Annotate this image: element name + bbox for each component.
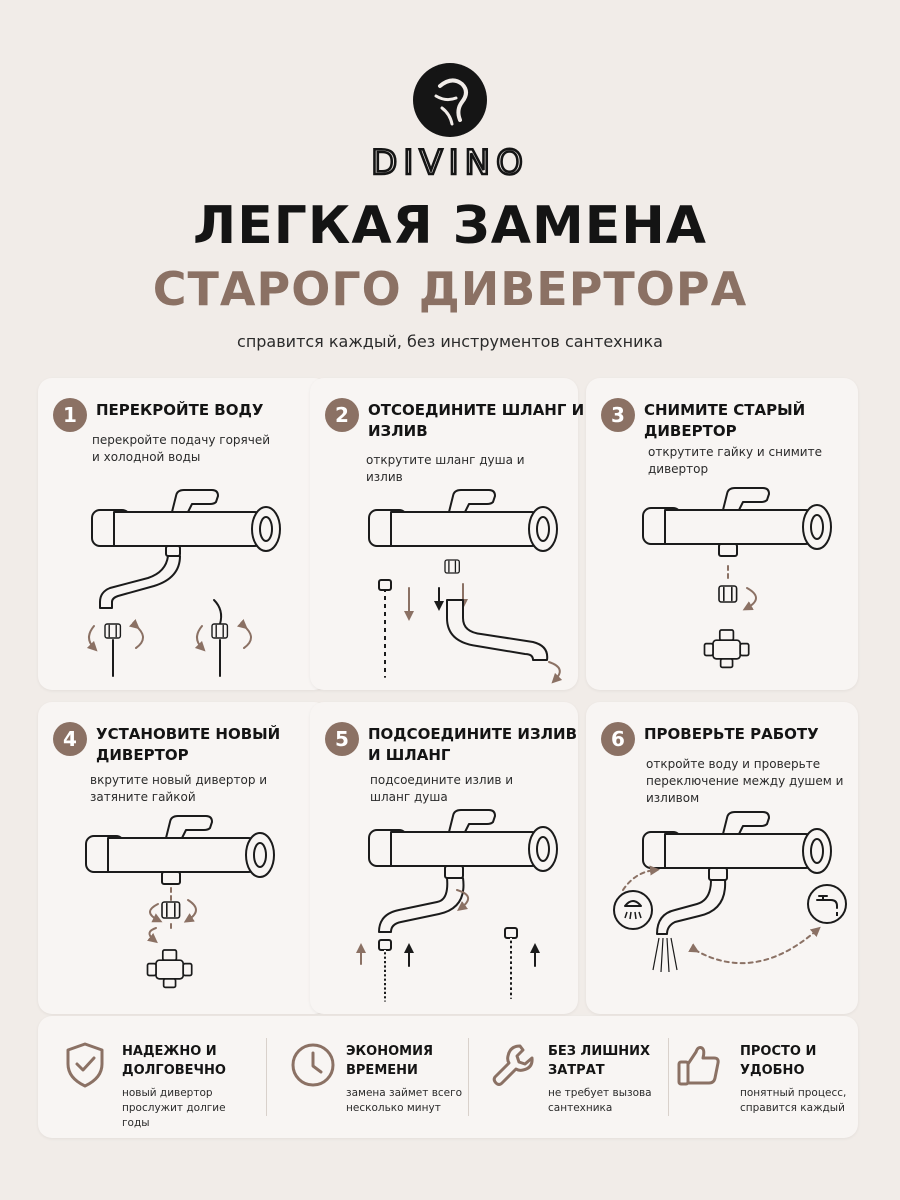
- step-card-6: 6 ПРОВЕРЬТЕ РАБОТУ откройте воду и прове…: [586, 702, 858, 1014]
- step-card-3: 3 СНИМИТЕ СТАРЫЙ ДИВЕРТОР открутите гайк…: [586, 378, 858, 690]
- step-title: ПЕРЕКРОЙТЕ ВОДУ: [96, 401, 264, 419]
- diverter-remove-icon: [642, 487, 832, 669]
- step-number: 3: [601, 398, 635, 432]
- swan-logo-icon: [413, 63, 487, 137]
- benefit-reliable: НАДЕЖНО И ДОЛГОВЕЧНО новый дивертор прос…: [38, 1016, 243, 1138]
- step-description: вкрутите новый дивертор и затяните гайко…: [90, 773, 268, 804]
- divider: [668, 1038, 669, 1116]
- benefit-time: ЭКОНОМИЯ ВРЕМЕНИ замена займет всего нес…: [266, 1016, 471, 1138]
- step-number: 6: [601, 722, 635, 756]
- faucet-shutoff-icon: [86, 489, 281, 677]
- benefit-description: не требует вызова сантехника: [548, 1087, 652, 1114]
- benefit-title: ПРОСТО И УДОБНО: [740, 1044, 817, 1078]
- benefit-title: НАДЕЖНО И ДОЛГОВЕЧНО: [122, 1044, 226, 1078]
- shield-check-icon: [66, 1042, 104, 1088]
- diverter-install-icon: [85, 815, 275, 989]
- brand-wordmark: DIVINO: [370, 144, 529, 180]
- benefit-description: понятный процесс, справится каждый: [740, 1087, 847, 1114]
- faucet-check-icon: [613, 811, 847, 973]
- divider: [468, 1038, 469, 1116]
- thumbs-up-icon: [677, 1046, 720, 1086]
- step-card-1: 1 ПЕРЕКРОЙТЕ ВОДУ перекройте подачу горя…: [38, 378, 328, 690]
- clock-icon: [291, 1043, 335, 1087]
- step-title: ПОДСОЕДИНИТЕ ИЗЛИВ И ШЛАНГ: [368, 725, 578, 764]
- step-number: 4: [53, 722, 87, 756]
- step-number: 2: [325, 398, 359, 432]
- step-card-5: 5 ПОДСОЕДИНИТЕ ИЗЛИВ И ШЛАНГ подсоединит…: [310, 702, 578, 1014]
- step-description: подсоедините излив и шланг душа: [370, 773, 514, 804]
- benefit-title: БЕЗ ЛИШНИХ ЗАТРАТ: [548, 1044, 651, 1078]
- step-number: 5: [325, 722, 359, 756]
- divider: [266, 1038, 267, 1116]
- faucet-disconnect-icon: [368, 489, 563, 684]
- page-subtitle: справится каждый, без инструментов санте…: [237, 332, 663, 351]
- faucet-connect-icon: [356, 809, 558, 1002]
- benefit-easy: ПРОСТО И УДОБНО понятный процесс, справи…: [652, 1016, 857, 1138]
- step-description: открутите шланг душа и излив: [366, 453, 525, 484]
- wrench-icon: [492, 1044, 534, 1086]
- step-number: 1: [53, 398, 87, 432]
- page-title-accent: СТАРОГО ДИВЕРТОРА: [152, 262, 748, 316]
- step-title: ПРОВЕРЬТЕ РАБОТУ: [644, 725, 819, 743]
- step-card-4: 4 УСТАНОВИТЕ НОВЫЙ ДИВЕРТОР вкрутите нов…: [38, 702, 328, 1014]
- step-title: СНИМИТЕ СТАРЫЙ ДИВЕРТОР: [644, 401, 806, 440]
- step-title: ОТСОЕДИНИТЕ ШЛАНГ И ИЗЛИВ: [368, 401, 585, 440]
- step-card-2: 2 ОТСОЕДИНИТЕ ШЛАНГ И ИЗЛИВ открутите шл…: [310, 378, 584, 690]
- benefit-description: новый дивертор прослужит долгие годы: [122, 1087, 226, 1129]
- benefit-cost: БЕЗ ЛИШНИХ ЗАТРАТ не требует вызова сант…: [466, 1016, 671, 1138]
- brand-logo: DIVINO: [0, 62, 900, 180]
- benefits-panel: НАДЕЖНО И ДОЛГОВЕЧНО новый дивертор прос…: [38, 1016, 858, 1138]
- step-description: откройте воду и проверьте переключение м…: [646, 757, 844, 805]
- benefit-title: ЭКОНОМИЯ ВРЕМЕНИ: [346, 1044, 433, 1078]
- benefit-description: замена займет всего несколько минут: [346, 1087, 463, 1114]
- step-description: открутите гайку и снимите дивертор: [648, 445, 822, 476]
- svg-text:DIVINO: DIVINO: [371, 144, 529, 180]
- step-description: перекройте подачу горячей и холодной вод…: [92, 433, 271, 464]
- step-title: УСТАНОВИТЕ НОВЫЙ ДИВЕРТОР: [96, 725, 281, 764]
- page-title: ЛЕГКАЯ ЗАМЕНА: [193, 196, 707, 256]
